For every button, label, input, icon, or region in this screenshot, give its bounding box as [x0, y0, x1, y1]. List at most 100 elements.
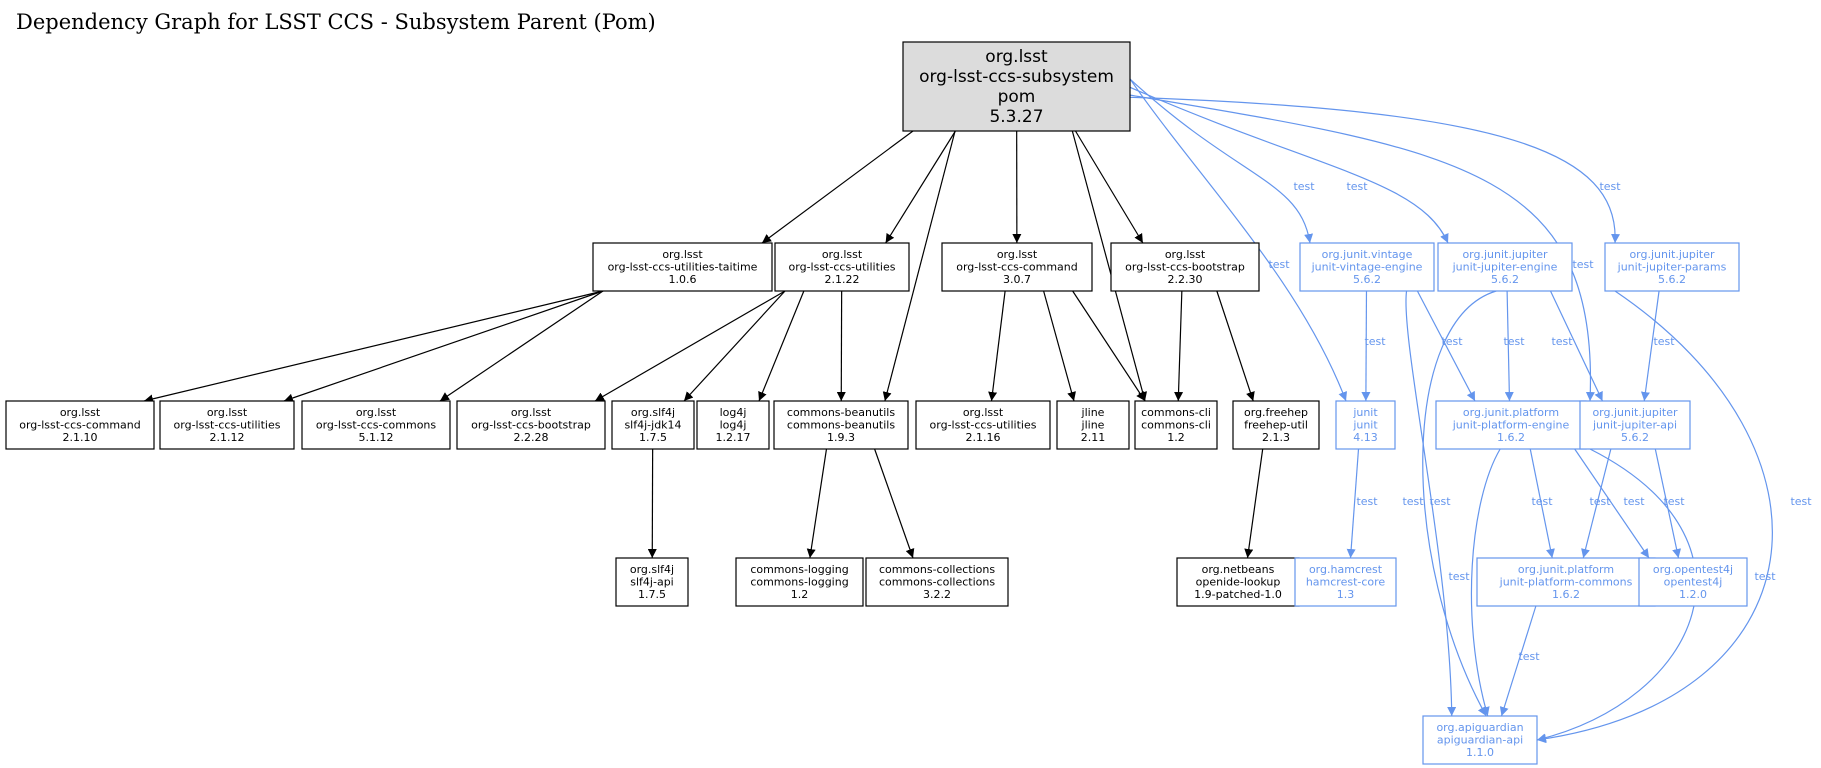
node-box-slf4jjdk	[611, 400, 695, 450]
node-label-vintage-1: junit-vintage-engine	[1311, 261, 1423, 274]
edge-taitime-to-cmd2110	[143, 290, 604, 404]
node-label-opentest4j-1: opentest4j	[1664, 576, 1723, 589]
edge-label-jupeng-to-plateng: test	[1503, 335, 1525, 348]
node-label-cli-0: commons-cli	[1141, 406, 1211, 419]
node-label-apiguardian-0: org.apiguardian	[1436, 721, 1523, 734]
node-label-vintage-2: 5.6.2	[1353, 273, 1381, 286]
edge-label-junit-to-hamcrest: test	[1356, 495, 1378, 508]
node-label-boot2230-1: org-lsst-ccs-bootstrap	[1125, 261, 1245, 274]
node-plateng: org.junit.platformjunit-platform-engine1…	[1435, 400, 1587, 450]
node-label-openide-2: 1.9-patched-1.0	[1194, 588, 1282, 601]
edge-jupapi-to-apiguardian	[1536, 448, 1697, 743]
node-label-plateng-1: junit-platform-engine	[1452, 419, 1570, 432]
node-label-util2122-1: org-lsst-ccs-utilities	[789, 261, 896, 274]
node-label-commons5112-2: 5.1.12	[359, 431, 394, 444]
node-label-opentest4j-2: 1.2.0	[1679, 588, 1707, 601]
edge-root-to-util2122	[885, 130, 956, 244]
node-label-commons5112-1: org-lsst-ccs-commons	[316, 419, 437, 432]
node-label-jupapi-0: org.junit.jupiter	[1592, 406, 1678, 419]
edge-label-jupeng-to-apiguardian: test	[1429, 495, 1451, 508]
edge-vintage-to-plateng	[1416, 290, 1476, 402]
edge-beanutils-to-collections	[874, 448, 915, 559]
edge-label-plateng-to-apiguardian: test	[1448, 570, 1470, 583]
edge-params-to-jupapi	[1640, 290, 1660, 402]
edge-label-vintage-to-junit: test	[1364, 335, 1386, 348]
node-platcommons: org.junit.platformjunit-platform-commons…	[1476, 557, 1656, 607]
node-label-collections-0: commons-collections	[879, 563, 995, 576]
node-box-root	[902, 41, 1131, 132]
edge-label-vintage-to-apiguardian: test	[1402, 495, 1424, 508]
node-label-boot2228-2: 2.2.28	[514, 431, 549, 444]
node-label-cmd307-1: org-lsst-ccs-command	[956, 261, 1078, 274]
node-label-plateng-0: org.junit.platform	[1463, 406, 1559, 419]
edge-root-to-beanutils	[882, 130, 956, 402]
node-label-util2116-1: org-lsst-ccs-utilities	[930, 419, 1037, 432]
node-box-util2116	[915, 400, 1051, 450]
node-label-boot2228-1: org-lsst-ccs-bootstrap	[471, 419, 591, 432]
node-label-hamcrest-1: hamcrest-core	[1306, 576, 1386, 589]
node-label-openide-0: org.netbeans	[1202, 563, 1275, 576]
node-box-plateng	[1435, 400, 1587, 450]
edge-label-params-to-apiguardian: test	[1790, 495, 1812, 508]
edge-params-to-apiguardian	[1536, 290, 1773, 744]
node-label-boot2230-0: org.lsst	[1165, 248, 1206, 261]
node-label-params-1: junit-jupiter-params	[1617, 261, 1727, 274]
edge-cmd307-to-cli	[1072, 290, 1146, 402]
edge-jupeng-to-apiguardian	[1422, 290, 1497, 717]
edge-label-plateng-to-opentest4j: test	[1623, 495, 1645, 508]
node-label-logging-2: 1.2	[791, 588, 809, 601]
edge-label-root-to-vintage: test	[1293, 180, 1315, 193]
node-label-platcommons-0: org.junit.platform	[1518, 563, 1614, 576]
node-label-logging-1: commons-logging	[750, 576, 848, 589]
node-label-jupapi-2: 5.6.2	[1621, 431, 1649, 444]
edge-label-root-to-jupeng: test	[1346, 180, 1368, 193]
node-label-root-0: org.lsst	[985, 47, 1048, 67]
node-label-slf4japi-0: org.slf4j	[630, 563, 674, 576]
node-label-jline-2: 2.11	[1081, 431, 1106, 444]
edge-taitime-to-commons5112	[439, 290, 604, 402]
node-label-slf4japi-2: 1.7.5	[638, 588, 666, 601]
edge-plateng-to-platcommons	[1529, 448, 1555, 559]
edge-jupapi-to-opentest4j	[1654, 448, 1682, 559]
edge-root-to-junit	[1129, 78, 1348, 402]
node-label-beanutils-0: commons-beanutils	[787, 406, 895, 419]
node-label-util2112-0: org.lsst	[207, 406, 248, 419]
node-label-util2112-1: org-lsst-ccs-utilities	[174, 419, 281, 432]
node-box-jupeng	[1437, 242, 1573, 292]
edge-vintage-to-junit	[1361, 290, 1371, 402]
node-box-util2122	[774, 242, 910, 292]
node-label-util2122-0: org.lsst	[822, 248, 863, 261]
node-label-util2122-2: 2.1.22	[825, 273, 860, 286]
node-label-collections-2: 3.2.2	[923, 588, 951, 601]
node-label-beanutils-2: 1.9.3	[827, 431, 855, 444]
edge-root-to-vintage	[1129, 78, 1314, 244]
node-box-platcommons	[1476, 557, 1656, 607]
node-label-platcommons-1: junit-platform-commons	[1499, 576, 1633, 589]
edge-boot2230-to-cli	[1174, 290, 1184, 402]
node-label-opentest4j-0: org.opentest4j	[1653, 563, 1733, 576]
edge-label-jupapi-to-apiguardian: test	[1754, 570, 1776, 583]
node-label-cmd2110-1: org-lsst-ccs-command	[19, 419, 141, 432]
edge-label-params-to-jupapi: test	[1653, 335, 1675, 348]
node-label-cli-2: 1.2	[1167, 431, 1185, 444]
node-collections: commons-collectionscommons-collections3.…	[865, 557, 1009, 607]
node-box-cli	[1134, 400, 1218, 450]
edge-root-to-cli	[1071, 130, 1148, 402]
edge-taitime-to-util2112	[283, 290, 604, 403]
node-label-slf4japi-1: slf4j-api	[630, 576, 673, 589]
